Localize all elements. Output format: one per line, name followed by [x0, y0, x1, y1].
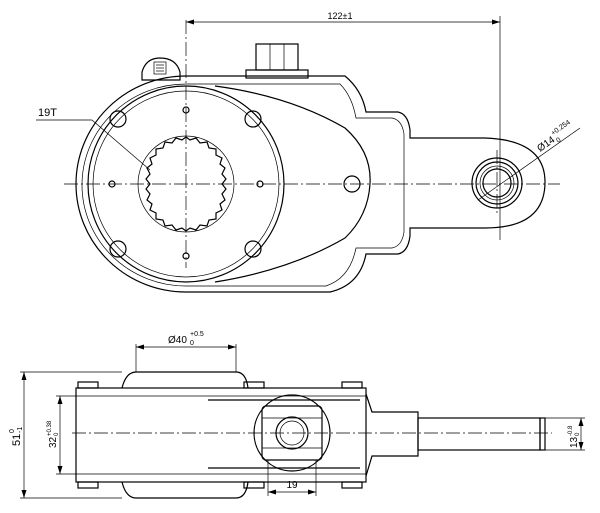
body-taper — [365, 393, 419, 477]
corner-tab — [243, 481, 265, 489]
corner-tab — [77, 381, 99, 389]
inner-width-value: 32 — [48, 436, 59, 448]
boss-diameter-value: 40 — [176, 335, 188, 346]
bolt-hole — [109, 240, 127, 258]
boss-top — [121, 371, 249, 389]
boss-diameter-dimension: Ø40 +0.5 0 — [135, 331, 237, 372]
corner-tab — [77, 481, 99, 489]
bolt-hole — [244, 110, 262, 128]
overall-height-value: 51 — [11, 434, 23, 446]
bolt-hole — [109, 110, 127, 128]
shaft — [417, 417, 541, 451]
boss-diameter-lower-tol: 0 — [190, 340, 194, 347]
length-dimension: 122±1 — [186, 11, 501, 240]
hole-diameter-lower-tol: 0 — [555, 137, 562, 145]
arm-contour — [214, 85, 371, 283]
corner-tab — [341, 481, 363, 489]
svg-text:Ø14: Ø14 — [535, 134, 557, 154]
overall-height-lower-tol: -1 — [17, 427, 24, 433]
hole-diameter-upper-tol: +0.254 — [550, 119, 572, 137]
nut-dimension-label: 19 — [286, 480, 298, 491]
spline-count-label: 19T — [38, 107, 57, 119]
arm-thickness-value: 13 — [569, 436, 580, 448]
arm-thickness-upper-tol: -0.8 — [568, 425, 574, 436]
overall-height-dimension: 51 0 -1 — [9, 371, 122, 499]
hole-diameter-leader: Ø14 +0.254 0 — [477, 119, 581, 201]
boss-bottom — [121, 481, 249, 499]
top-view: 122±1 19T Ø14 +0.254 0 — [36, 11, 581, 293]
svg-text:Ø40: Ø40 — [168, 335, 187, 346]
bolt-hole — [244, 240, 262, 258]
corner-tab — [341, 381, 363, 389]
grease-fitting — [141, 57, 181, 81]
body-inner-outline — [81, 83, 405, 287]
body-outline — [75, 75, 546, 293]
length-dimension-label: 122±1 — [328, 11, 353, 21]
arm-thickness-lower-tol: 0 — [575, 432, 581, 436]
overall-height-upper-tol: 0 — [9, 429, 16, 433]
side-view: Ø40 +0.5 0 51 0 -1 32 — [9, 331, 585, 499]
spline-leader: 19T — [36, 107, 151, 171]
shaft-end — [539, 417, 546, 451]
boss-diameter-upper-tol: +0.5 — [190, 331, 204, 338]
boss-diameter-symbol: Ø — [168, 335, 176, 346]
inner-width-lower-tol: 0 — [54, 432, 60, 436]
nut-dimension: 19 — [267, 460, 317, 496]
inner-width-dimension: 32 +0.38 0 — [47, 395, 76, 475]
inner-width-upper-tol: +0.38 — [47, 420, 53, 436]
arm-thickness-dimension: 13 -0.8 0 — [545, 417, 585, 451]
corner-tab — [243, 381, 265, 389]
adjuster-nut — [245, 43, 309, 79]
body-side — [75, 387, 367, 483]
